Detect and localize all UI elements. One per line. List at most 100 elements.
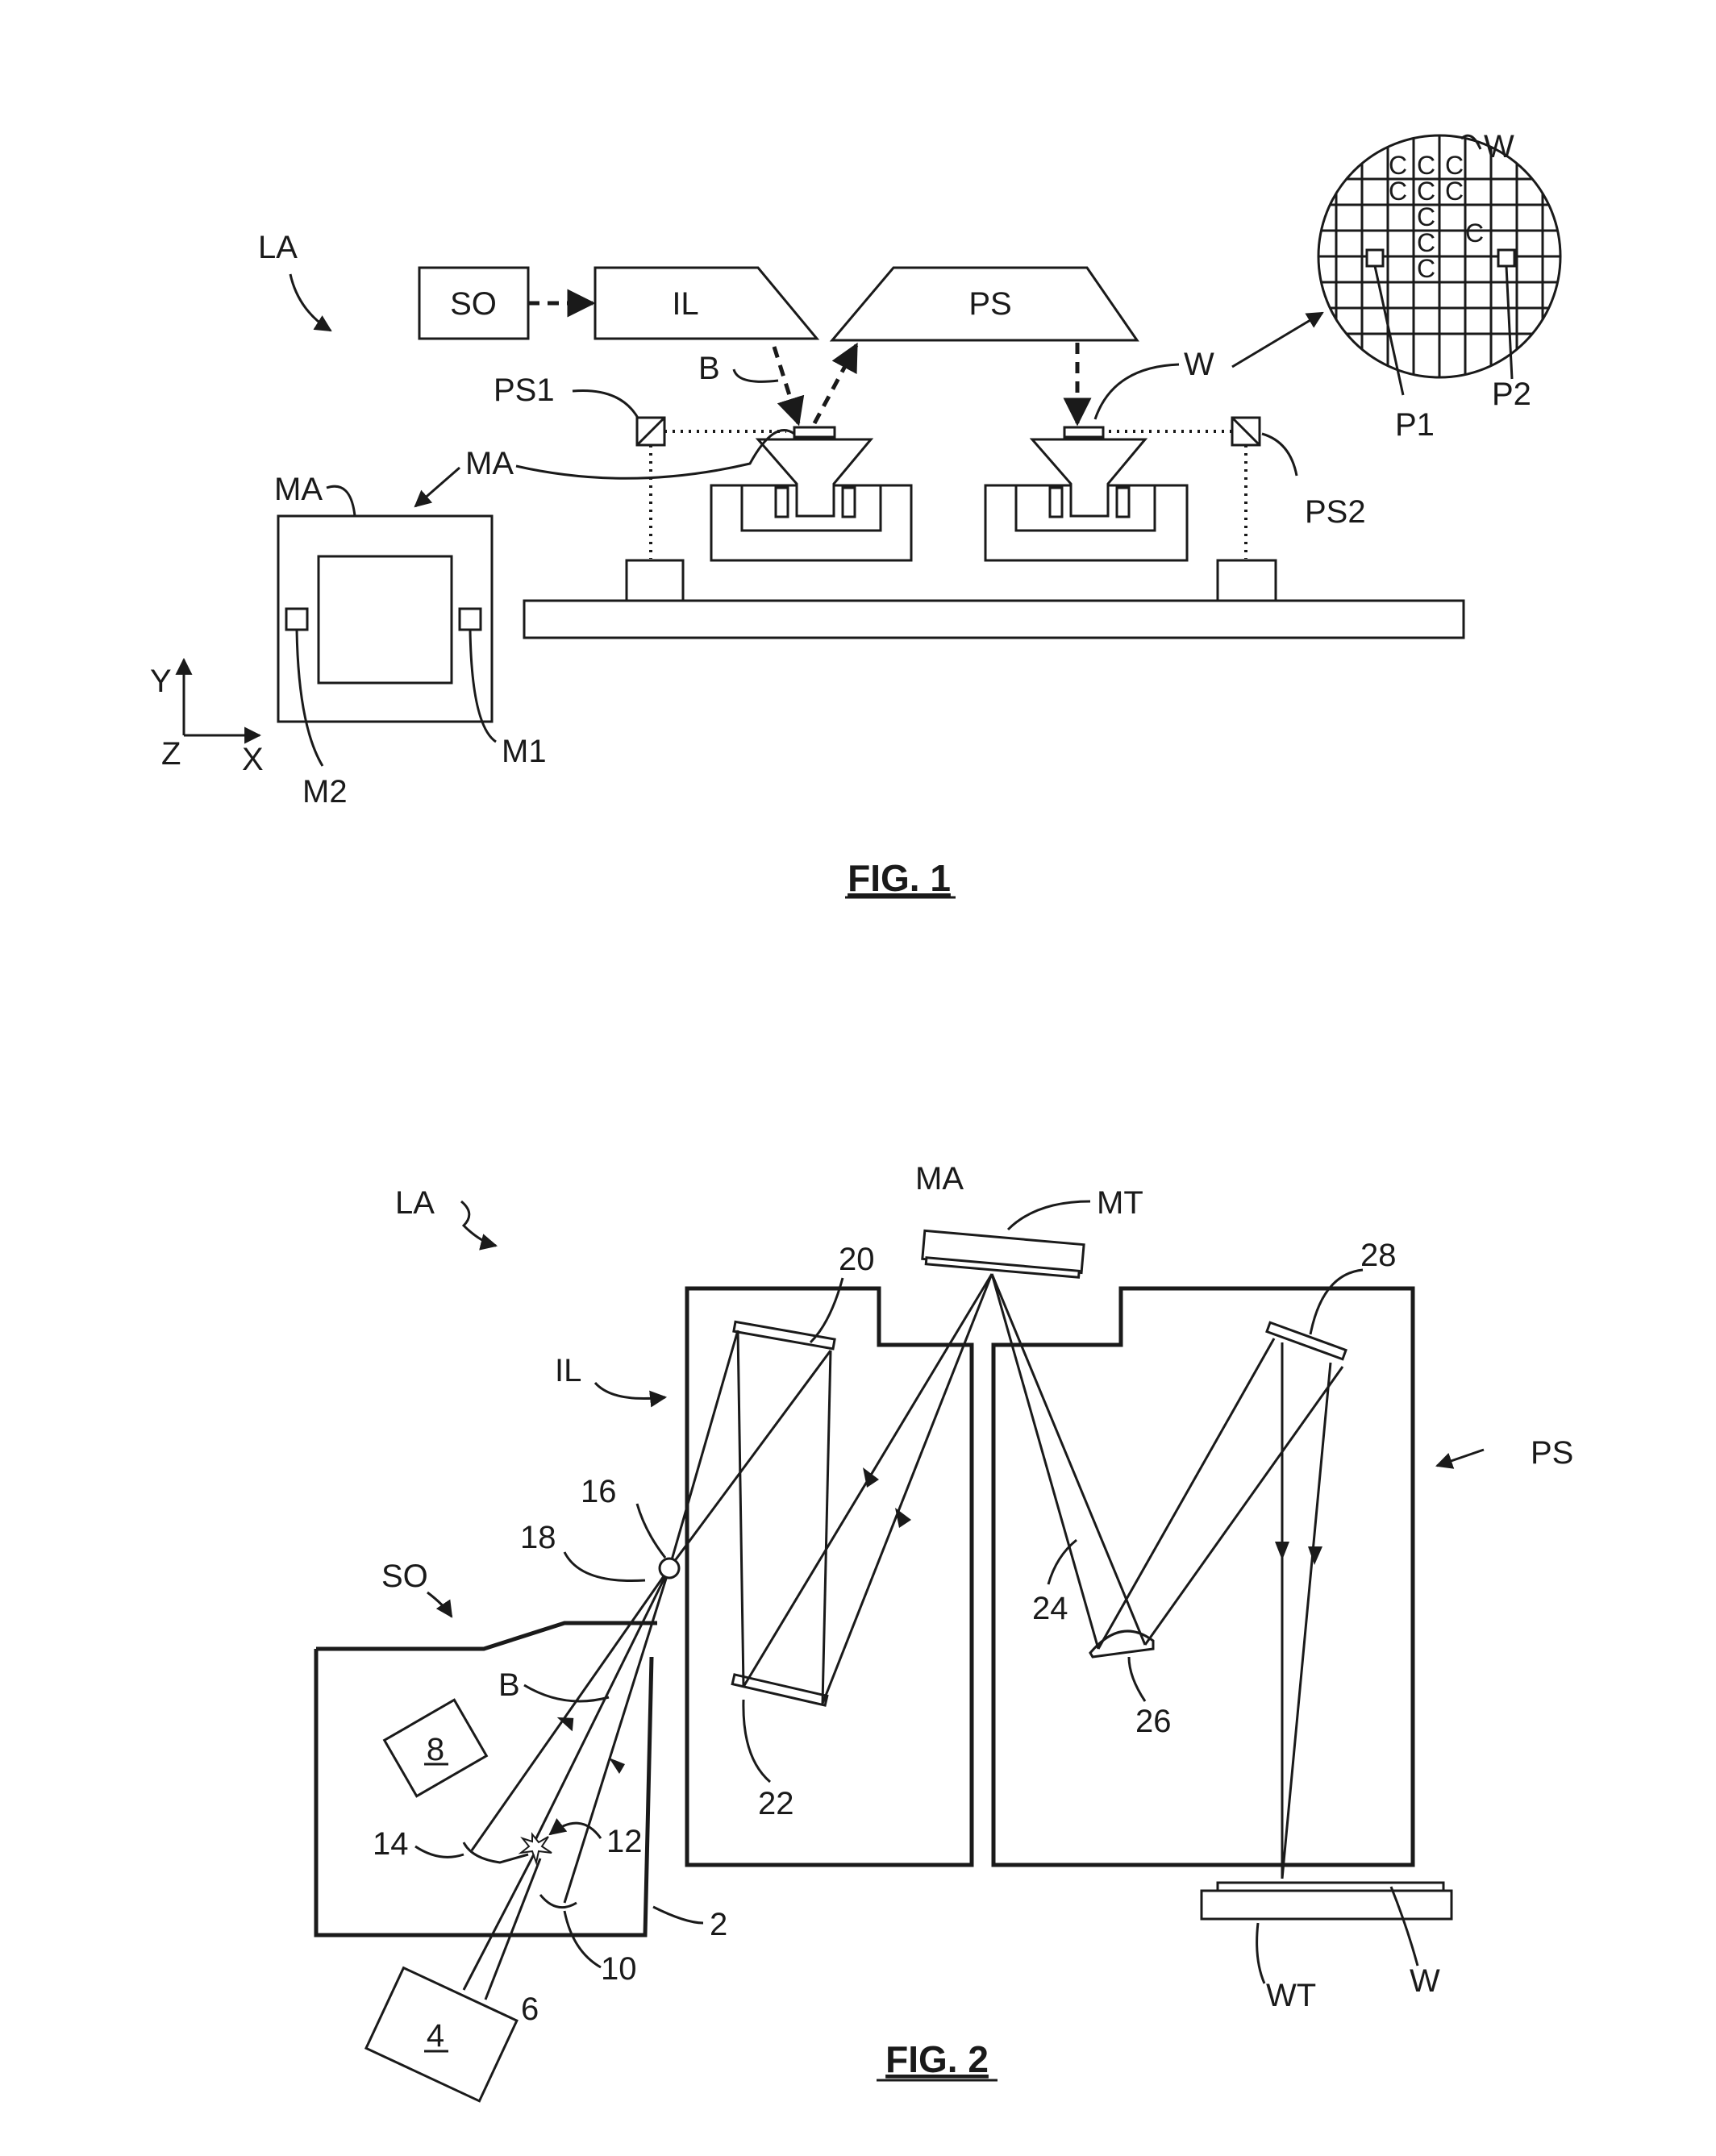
leader-18: [564, 1552, 645, 1581]
figure-2: LA MA MT 20 22 28 26: [316, 1161, 1573, 2101]
label-4: 4: [427, 2018, 444, 2054]
label-m2: M2: [302, 774, 348, 810]
label-14: 14: [373, 1826, 409, 1862]
arrow-to-wafer-detail: [1232, 313, 1322, 367]
caption-fig-2: FIG. 2: [885, 2038, 989, 2080]
die-c: C: [1417, 254, 1435, 283]
beam-direction-arrows: [557, 1467, 1322, 1774]
collector-10: [540, 1895, 577, 1908]
die-c: C: [1445, 177, 1464, 206]
label-26: 26: [1135, 1704, 1172, 1739]
mirror-28: [1267, 1322, 1346, 1359]
label-ps2: PS2: [1305, 494, 1366, 530]
label-ma-fig2: MA: [915, 1161, 964, 1197]
laser-beam-6-b: [485, 1858, 540, 2000]
mirror-22: [732, 1675, 827, 1705]
label-p1: P1: [1395, 407, 1435, 443]
label-ps-fig2: PS: [1531, 1435, 1573, 1471]
label-22: 22: [758, 1786, 794, 1821]
label-12: 12: [606, 1824, 643, 1859]
sensor-mount-right: [1218, 560, 1276, 601]
label-axis-x: X: [242, 742, 264, 777]
beam-rays: [472, 1274, 1343, 1903]
beam-b-down: [774, 347, 798, 423]
base-frame: [524, 601, 1464, 638]
alignment-mark-m2: [286, 609, 307, 630]
label-18: 18: [520, 1520, 556, 1555]
die-c: C: [1417, 177, 1435, 206]
arrow-to-mask-detail: [415, 468, 460, 506]
label-il: IL: [672, 286, 698, 322]
label-ps1: PS1: [494, 373, 555, 408]
die-c: C: [1465, 219, 1484, 248]
label-16: 16: [581, 1474, 617, 1509]
projection-enclosure: [993, 1288, 1413, 1865]
leader-28: [1310, 1270, 1363, 1334]
wafer-w-on-table: [1064, 427, 1103, 437]
mt-pad-right: [843, 488, 855, 517]
label-6: 6: [521, 1992, 539, 2027]
leader-26: [1129, 1657, 1145, 1701]
label-8: 8: [427, 1732, 444, 1767]
label-w: W: [1184, 347, 1214, 382]
leader-14: [415, 1846, 464, 1857]
alignment-mark-p2: [1498, 250, 1514, 266]
label-20: 20: [839, 1242, 875, 1277]
collector-14: [464, 1842, 528, 1863]
leader-b-fig2: [524, 1685, 609, 1701]
wafer-w-fig2: [1218, 1883, 1443, 1891]
label-ma-fig1: MA: [465, 446, 514, 481]
figure-1: LA SO IL PS B PS1 PS2: [150, 129, 1589, 899]
label-m1: M1: [502, 734, 547, 769]
il-pointer-arrow: [595, 1383, 665, 1399]
source-enclosure: [316, 1649, 652, 1935]
die-c: C: [1445, 151, 1464, 180]
label-il-fig2: IL: [555, 1353, 581, 1388]
die-c: C: [1389, 177, 1407, 206]
leader-10: [564, 1911, 601, 1967]
label-axis-y: Y: [150, 664, 172, 699]
label-ma-detail: MA: [274, 472, 323, 507]
leader-16: [637, 1504, 665, 1558]
label-2: 2: [710, 1907, 727, 1942]
ps-pointer-arrow: [1437, 1450, 1484, 1466]
leader-w: [1095, 364, 1179, 419]
wafer-die-grid: [1290, 129, 1589, 387]
leader-2: [653, 1907, 703, 1923]
leader-ps2: [1262, 434, 1297, 476]
so-pointer-arrow: [427, 1592, 452, 1617]
leader-22: [743, 1700, 770, 1782]
wt-pad-left: [1050, 488, 1062, 517]
alignment-mark-m1: [460, 609, 481, 630]
label-la-fig2: LA: [395, 1185, 435, 1221]
alignment-mark-p1: [1367, 250, 1383, 266]
leader-b: [734, 369, 778, 381]
beam-b-up: [814, 345, 856, 423]
label-28: 28: [1360, 1238, 1397, 1273]
label-24: 24: [1032, 1591, 1068, 1626]
leader-ma-detail: [327, 486, 355, 516]
mask-ma-on-table: [794, 427, 835, 437]
la-pointer-arrow: [290, 274, 331, 331]
label-ps: PS: [968, 286, 1011, 322]
laser-beam-6-a: [464, 1854, 534, 1990]
label-so: SO: [450, 286, 497, 322]
sensor-mount-left: [627, 560, 683, 601]
label-w-wafer: W: [1484, 129, 1514, 164]
label-p2: P2: [1492, 377, 1531, 412]
leader-ps1: [573, 390, 639, 419]
leader-mt-fig2: [1008, 1201, 1090, 1230]
leader-12: [550, 1823, 601, 1838]
leader-24: [1048, 1540, 1077, 1584]
label-wt-fig2: WT: [1266, 1978, 1316, 2013]
leader-wt-fig2: [1257, 1923, 1264, 1983]
label-b-fig2: B: [498, 1667, 520, 1703]
die-c: C: [1389, 151, 1407, 180]
plasma-spark: [521, 1834, 552, 1863]
mt-pad-left: [776, 488, 788, 517]
source-enclosure-top: [316, 1623, 657, 1649]
label-b: B: [698, 351, 720, 386]
wt-pad-right: [1117, 488, 1129, 517]
die-c: C: [1417, 228, 1435, 257]
